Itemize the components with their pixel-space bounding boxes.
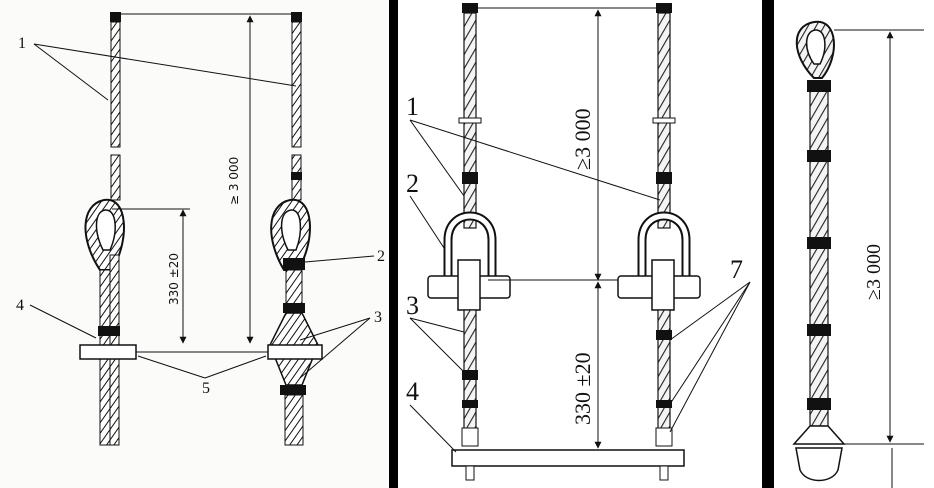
- middle-callout-2: 2: [406, 169, 419, 198]
- left-rope-a-mid: [110, 154, 121, 201]
- left-rope-a-upper: [110, 21, 121, 148]
- left-callout-3: 3: [374, 309, 382, 326]
- left-callout-1: 1: [18, 35, 26, 52]
- left-rope-b-band-2: [283, 258, 305, 270]
- middle-callout-1: 1: [406, 92, 419, 121]
- middle-drawing-panel: ≥3 000 330 ±20 1 2 3 4 7: [398, 0, 762, 488]
- left-dim-loop-label: 330 ±20: [167, 253, 181, 305]
- middle-drawing: ≥3 000 330 ±20 1 2 3 4 7: [406, 3, 751, 481]
- middle-callout-3: 3: [406, 291, 419, 320]
- middle-dim-vertical-label: ≥3 000: [570, 108, 595, 170]
- left-callout-4: 4: [16, 297, 24, 314]
- right-rope: [809, 85, 829, 427]
- left-block-a: [79, 344, 137, 360]
- middle-callout-7: 7: [730, 255, 743, 284]
- left-rope-b-band-top: [291, 172, 302, 180]
- left-rope-b-upper: [291, 21, 302, 148]
- left-drawing: ≥ 3 000 330 ±20 1 2 3 4 5: [16, 12, 385, 446]
- left-dim-vertical-label: ≥ 3 000: [227, 157, 241, 205]
- middle-rope-b-lower: [657, 309, 671, 441]
- right-drawing-panel: ≥3 000: [774, 0, 934, 488]
- left-rope-top-cap-a: [110, 12, 121, 22]
- left-callout-2: 2: [377, 248, 385, 265]
- right-dim-vertical-label: ≥3 000: [863, 244, 885, 300]
- right-drawing: ≥3 000: [792, 20, 924, 488]
- left-drawing-panel: ≥ 3 000 330 ±20 1 2 3 4 5: [0, 0, 389, 488]
- right-bottom-fitting: [792, 425, 846, 445]
- left-callout-5: 5: [202, 380, 210, 397]
- middle-callout-4: 4: [406, 377, 419, 406]
- middle-dim-lower-label: 330 ±20: [570, 352, 595, 425]
- left-block-b: [267, 344, 323, 360]
- middle-platform: [451, 449, 685, 467]
- left-rope-top-cap-b: [291, 12, 302, 22]
